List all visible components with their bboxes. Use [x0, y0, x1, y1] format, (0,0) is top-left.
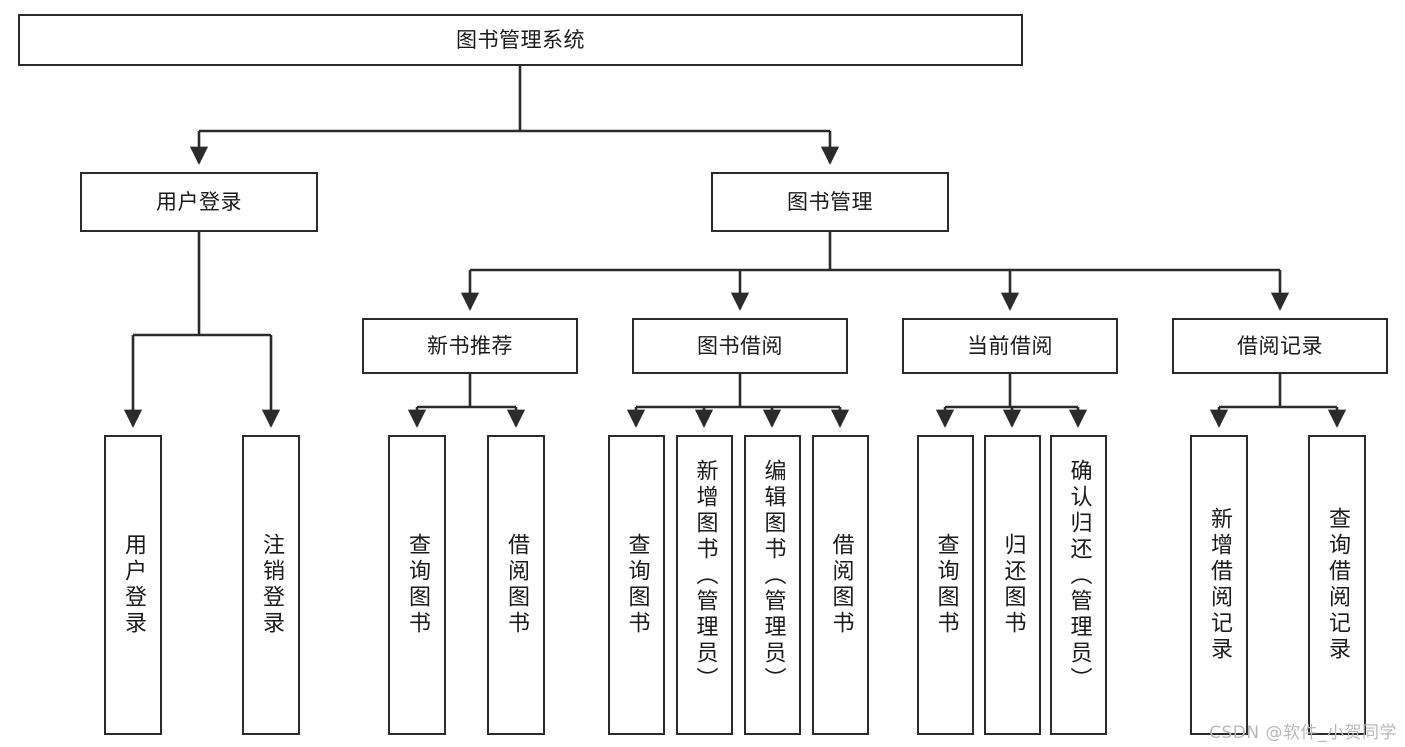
node-leaf-user-logout[interactable]: 注销登录 — [242, 435, 300, 735]
node-book-manage[interactable]: 图书管理 — [711, 172, 949, 232]
node-leaf-confirm-return-label: 确认归还（管理员） — [1066, 459, 1092, 693]
node-root-label: 图书管理系统 — [456, 27, 585, 52]
node-borrow-record-label: 借阅记录 — [1237, 333, 1323, 358]
node-leaf-add-book[interactable]: 新增图书（管理员） — [676, 435, 733, 735]
node-leaf-return-book-label: 归还图书 — [1000, 533, 1026, 637]
node-current-borrow-label: 当前借阅 — [967, 333, 1053, 358]
node-user-login[interactable]: 用户登录 — [80, 172, 318, 232]
node-leaf-add-record-label: 新增借阅记录 — [1207, 507, 1232, 663]
node-leaf-query-record[interactable]: 查询借阅记录 — [1308, 435, 1366, 735]
node-book-manage-label: 图书管理 — [787, 189, 873, 214]
node-new-book-rec-label: 新书推荐 — [427, 333, 513, 358]
node-leaf-add-book-label: 新增图书（管理员） — [692, 459, 718, 693]
node-leaf-edit-book[interactable]: 编辑图书（管理员） — [744, 435, 801, 735]
edges-root — [123, 66, 1347, 428]
node-current-borrow[interactable]: 当前借阅 — [902, 318, 1118, 374]
node-leaf-query-book-2[interactable]: 查询图书 — [608, 435, 665, 735]
node-leaf-return-book[interactable]: 归还图书 — [984, 435, 1041, 735]
watermark: CSDN @软件_小贺同学 — [1209, 723, 1397, 743]
node-new-book-rec[interactable]: 新书推荐 — [362, 318, 578, 374]
node-borrow-record[interactable]: 借阅记录 — [1172, 318, 1388, 374]
node-leaf-query-book-3-label: 查询图书 — [933, 533, 959, 637]
node-leaf-borrow-book-2[interactable]: 借阅图书 — [812, 435, 869, 735]
node-leaf-borrow-book-1-label: 借阅图书 — [504, 533, 529, 637]
node-leaf-user-logout-label: 注销登录 — [259, 533, 284, 637]
node-leaf-query-book-3[interactable]: 查询图书 — [917, 435, 974, 735]
node-leaf-user-login[interactable]: 用户登录 — [104, 435, 162, 735]
node-leaf-add-record[interactable]: 新增借阅记录 — [1190, 435, 1248, 735]
node-leaf-query-book-1[interactable]: 查询图书 — [388, 435, 446, 735]
node-leaf-borrow-book-2-label: 借阅图书 — [828, 533, 854, 637]
node-leaf-user-login-label: 用户登录 — [121, 533, 146, 637]
node-leaf-query-record-label: 查询借阅记录 — [1325, 507, 1350, 663]
node-user-login-label: 用户登录 — [156, 189, 242, 214]
node-leaf-edit-book-label: 编辑图书（管理员） — [760, 459, 786, 693]
node-leaf-query-book-1-label: 查询图书 — [405, 533, 430, 637]
node-leaf-query-book-2-label: 查询图书 — [624, 533, 650, 637]
node-root[interactable]: 图书管理系统 — [18, 14, 1023, 66]
node-leaf-borrow-book-1[interactable]: 借阅图书 — [487, 435, 545, 735]
node-leaf-confirm-return[interactable]: 确认归还（管理员） — [1050, 435, 1107, 735]
node-book-borrow-label: 图书借阅 — [697, 333, 783, 358]
node-book-borrow[interactable]: 图书借阅 — [632, 318, 848, 374]
